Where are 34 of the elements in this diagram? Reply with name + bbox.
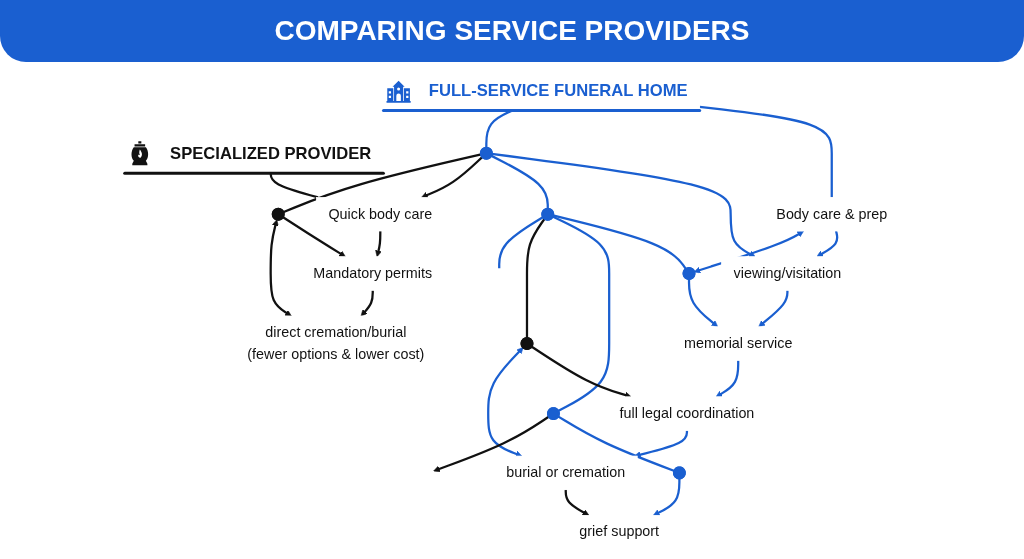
node-text: FULL-SERVICE FUNERAL HOME [428, 81, 688, 100]
arrow [816, 230, 839, 257]
node-text: full legal coordination [619, 405, 755, 421]
arrow [687, 278, 719, 328]
arrow [360, 290, 374, 317]
arrow [421, 156, 484, 199]
diagram-title: COMPARING SERVICE PROVIDERS [0, 0, 1024, 62]
node-text: SPECIALIZED PROVIDER [170, 143, 372, 163]
connector [552, 215, 611, 413]
node-text: direct cremation/burial (fewer options & lower cost) [247, 324, 425, 362]
node-text: Quick body care [328, 205, 433, 222]
connector [490, 154, 549, 209]
node-text: Mandatory permits [313, 265, 433, 281]
connector [552, 214, 687, 270]
node-text: grief support [579, 523, 660, 540]
arrow [634, 430, 689, 458]
node-text: burial or cremation [506, 464, 626, 481]
arrow [491, 152, 756, 257]
arrow [269, 219, 292, 317]
arrow [653, 478, 681, 516]
arrow [715, 360, 740, 398]
arrow [375, 231, 382, 257]
connector [498, 216, 544, 269]
arrow [282, 216, 346, 257]
connector [699, 105, 833, 198]
connector [525, 217, 546, 339]
node-text: memorial service [683, 335, 793, 351]
arrow [564, 489, 590, 516]
arrow [758, 290, 789, 328]
connector [282, 153, 482, 214]
node-text: Body care & prep [776, 205, 888, 222]
connector [557, 415, 675, 473]
arrow [433, 415, 550, 473]
arrow [487, 347, 524, 458]
